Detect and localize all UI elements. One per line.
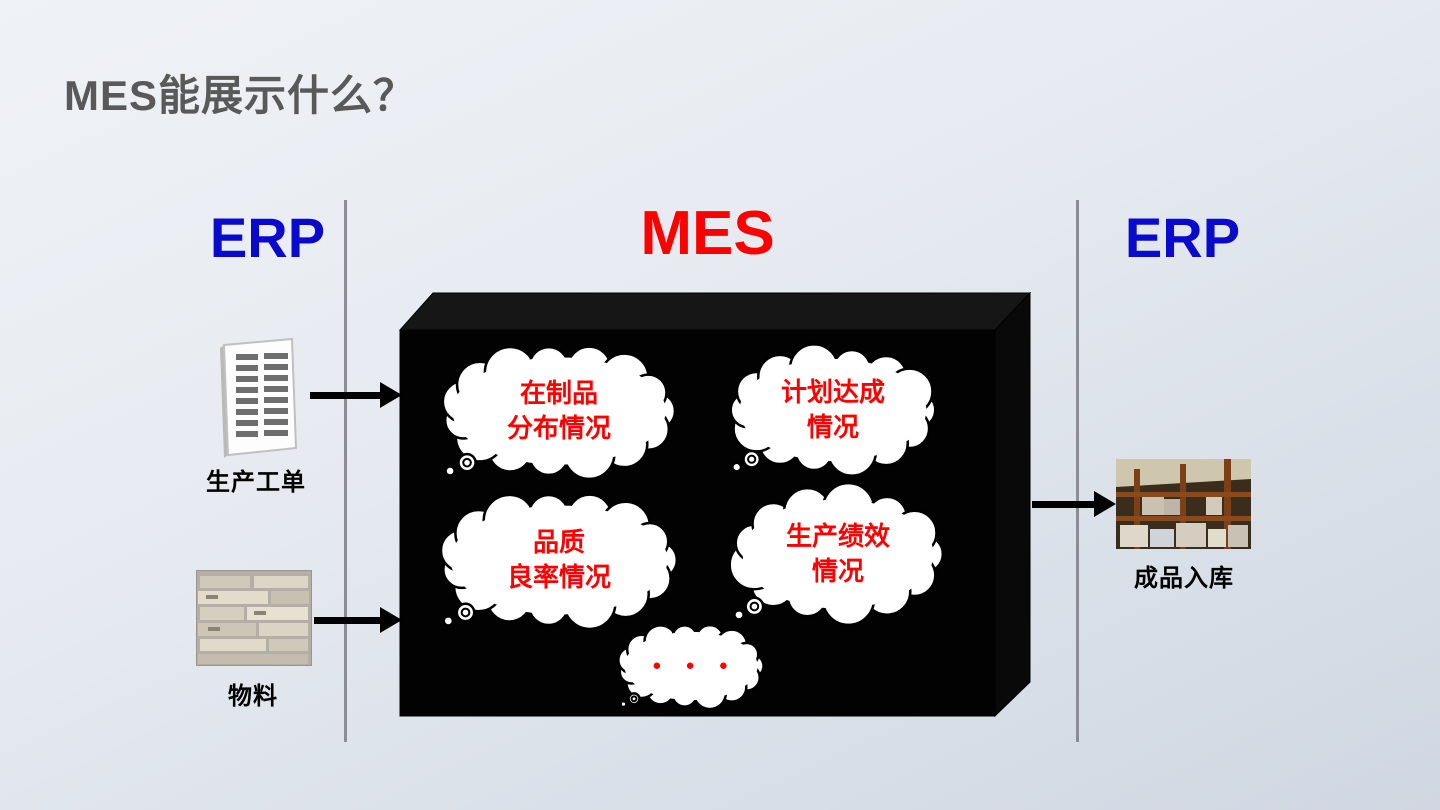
cloud-line: 计划达成 bbox=[780, 376, 885, 407]
materials-image bbox=[196, 570, 312, 666]
cloud-line: 情况 bbox=[806, 412, 859, 442]
mes-heading: MES bbox=[640, 199, 775, 268]
cloud-line: ● ● ● bbox=[652, 656, 730, 674]
slide-title: MES能展示什么？ bbox=[64, 72, 417, 119]
cloud-line: 良率情况 bbox=[506, 562, 611, 592]
cloud-plan-achievement: 计划达成 情况 bbox=[726, 343, 940, 477]
cloud-wip-distribution: 在制品 分布情况 bbox=[438, 345, 680, 481]
cloud-shape-icon bbox=[729, 343, 937, 477]
cloud-shape-icon bbox=[441, 345, 677, 481]
cloud-line: 分布情况 bbox=[506, 413, 611, 443]
erp-left-heading: ERP bbox=[209, 206, 326, 269]
cloud-shape-icon bbox=[617, 623, 765, 711]
cloud-line: 品质 bbox=[532, 526, 585, 557]
cloud-text: 生产绩效 情况 bbox=[728, 490, 948, 618]
cloud-shape-icon bbox=[728, 481, 945, 627]
arrow-materials-to-mes-icon bbox=[314, 607, 402, 633]
cloud-text: 在制品 分布情况 bbox=[438, 348, 680, 474]
arrow-mes-to-warehouse-icon bbox=[1032, 491, 1116, 517]
work-order-label: 生产工单 bbox=[206, 469, 306, 496]
work-order-document-icon bbox=[220, 337, 298, 458]
finished-goods-label: 成品入库 bbox=[1134, 565, 1234, 592]
cloud-line: 生产绩效 bbox=[785, 520, 890, 551]
cloud-text: ● ● ● bbox=[616, 626, 766, 706]
column-divider-left bbox=[344, 200, 347, 742]
erp-right-heading: ERP bbox=[1124, 206, 1241, 269]
cloud-text: 品质 良率情况 bbox=[436, 496, 682, 624]
cloud-line: 情况 bbox=[811, 556, 864, 586]
cloud-quality-yield: 品质 良率情况 bbox=[436, 493, 682, 631]
warehouse-image bbox=[1116, 459, 1251, 549]
cloud-text: 计划达成 情况 bbox=[726, 350, 940, 470]
cloud-ellipsis: ● ● ● bbox=[616, 623, 766, 711]
cloud-line: 在制品 bbox=[519, 377, 598, 408]
cloud-production-performance: 生产绩效 情况 bbox=[728, 481, 948, 627]
arrow-work-order-to-mes-icon bbox=[310, 382, 402, 408]
column-divider-right bbox=[1076, 200, 1079, 742]
cloud-shape-icon bbox=[439, 493, 679, 631]
materials-label: 物料 bbox=[228, 683, 278, 710]
